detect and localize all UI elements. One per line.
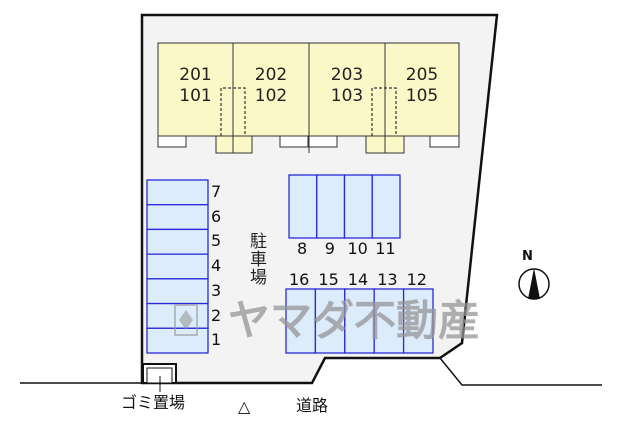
north-arrow-icon	[518, 268, 550, 300]
stall-number: 1	[211, 330, 222, 350]
stall-number: 13	[377, 270, 398, 289]
balcony	[157, 135, 187, 148]
parking-stall	[285, 288, 317, 354]
stall-number: 15	[318, 270, 339, 289]
stall-number: 9	[324, 239, 335, 258]
parking-stall	[146, 253, 209, 280]
parking-stall	[371, 174, 401, 239]
watermark-logo	[174, 304, 198, 336]
unit-upper: 201	[179, 65, 212, 85]
entrance	[232, 135, 253, 154]
stall-number: 3	[211, 280, 222, 300]
unit-lower: 101	[179, 86, 212, 106]
unit-upper: 203	[330, 65, 364, 85]
building	[157, 42, 460, 154]
balcony	[429, 135, 460, 148]
balcony	[279, 135, 309, 148]
stairs	[220, 87, 246, 136]
unit-upper: 202	[254, 65, 288, 85]
entrance	[365, 135, 386, 154]
parking-stall	[288, 174, 318, 239]
stall-number: 6	[211, 206, 222, 226]
entrance	[384, 135, 405, 154]
stairs	[371, 87, 397, 136]
parking-stall	[343, 174, 373, 239]
watermark: ヤマダ不動産	[228, 296, 481, 345]
balcony	[308, 135, 338, 148]
unit-lower: 103	[330, 86, 364, 106]
stall-number: 12	[406, 270, 427, 289]
stall-number: 11	[375, 239, 396, 258]
parking-stall	[316, 174, 346, 239]
entrance	[215, 135, 234, 154]
parking-stall	[146, 278, 209, 305]
road-marker: △	[238, 397, 251, 416]
parking-stall	[146, 327, 209, 354]
stall-number: 4	[211, 256, 222, 276]
stall-number: 14	[347, 270, 369, 289]
north-label: N	[522, 249, 533, 264]
parking-stall	[146, 228, 209, 255]
stall-number: 10	[347, 239, 368, 258]
stall-number: 2	[211, 305, 222, 325]
stall-number: 7	[211, 182, 222, 201]
unit-lower: 102	[254, 86, 288, 106]
parking-stall	[402, 288, 434, 354]
parking-stall	[146, 179, 209, 206]
stall-number: 8	[297, 239, 308, 258]
road-line-right	[439, 357, 602, 386]
stall-number: 5	[211, 231, 222, 251]
stall-number: 16	[289, 270, 310, 289]
unit-upper: 205	[405, 65, 439, 85]
parking-label: 駐車場	[246, 232, 266, 286]
road-label: 道路	[296, 396, 329, 415]
unit-lower: 105	[405, 86, 439, 106]
parking-stall	[146, 302, 209, 329]
parking-stall	[146, 204, 209, 231]
garbage-label: ゴミ置場	[121, 393, 186, 412]
